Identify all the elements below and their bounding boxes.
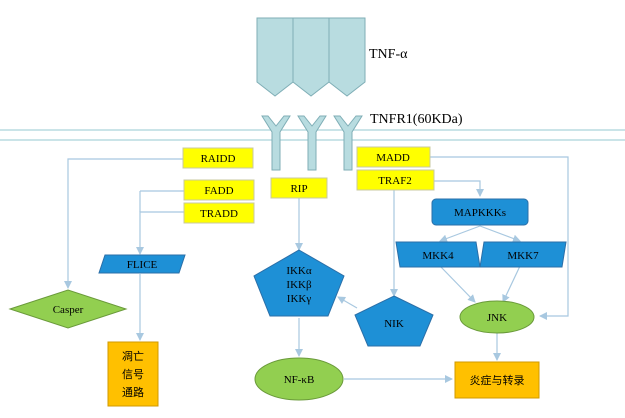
connector-lines bbox=[64, 156, 569, 383]
apoptosis-line-2: 信号 bbox=[122, 368, 144, 381]
adaptor-fadd-label: FADD bbox=[204, 185, 233, 197]
mkk7-node: MKK7 bbox=[479, 241, 567, 268]
nik-label: NIK bbox=[384, 318, 404, 330]
adaptor-rip: RIP bbox=[270, 177, 328, 199]
ikk-beta-label: IKKβ bbox=[286, 279, 312, 291]
casper-node: Casper bbox=[8, 289, 128, 329]
adaptor-traf2-label: TRAF2 bbox=[378, 175, 412, 187]
tnfr1-receptor bbox=[261, 115, 363, 171]
adaptor-raidd: RAIDD bbox=[182, 147, 254, 169]
adaptor-madd-label: MADD bbox=[376, 152, 410, 164]
apoptosis-pathway-node: 凋亡 信号 通路 bbox=[107, 341, 159, 407]
adaptor-fadd: FADD bbox=[183, 179, 255, 201]
mkk7-label: MKK7 bbox=[507, 250, 539, 262]
nfkb-label: NF-κB bbox=[284, 374, 315, 386]
jnk-node: JNK bbox=[459, 300, 535, 334]
adaptor-tradd-label: TRADD bbox=[200, 208, 238, 220]
adaptor-madd: MADD bbox=[356, 146, 431, 168]
mapkkks-label: MAPKKKs bbox=[454, 207, 506, 219]
adaptor-tradd: TRADD bbox=[183, 202, 255, 224]
flice-node: FLICE bbox=[98, 254, 186, 274]
flice-label: FLICE bbox=[127, 259, 158, 271]
inflammation-transcription-node: 炎症与转录 bbox=[454, 361, 540, 399]
nfkb-node: NF-κB bbox=[254, 357, 344, 401]
tnf-alpha-trimer bbox=[256, 17, 366, 97]
adaptor-raidd-label: RAIDD bbox=[201, 153, 236, 165]
ikk-complex-node: IKKα IKKβ IKKγ bbox=[253, 249, 345, 317]
apoptosis-line-3: 通路 bbox=[122, 386, 144, 399]
tnf-alpha-label: TNF-α bbox=[369, 47, 408, 62]
adaptor-traf2: TRAF2 bbox=[356, 169, 435, 191]
apoptosis-line-1: 凋亡 bbox=[122, 349, 144, 363]
jnk-label: JNK bbox=[487, 312, 507, 324]
inflammation-label: 炎症与转录 bbox=[470, 373, 525, 387]
mkk4-node: MKK4 bbox=[395, 241, 481, 268]
adaptor-rip-label: RIP bbox=[290, 183, 307, 195]
nik-node: NIK bbox=[354, 295, 434, 347]
ikk-alpha-label: IKKα bbox=[286, 265, 312, 277]
ikk-gamma-label: IKKγ bbox=[287, 293, 312, 305]
mkk4-label: MKK4 bbox=[422, 250, 454, 262]
casper-label: Casper bbox=[53, 304, 84, 316]
mapkkks-node: MAPKKKs bbox=[431, 198, 529, 226]
tnfr1-label: TNFR1(60KDa) bbox=[370, 112, 463, 127]
